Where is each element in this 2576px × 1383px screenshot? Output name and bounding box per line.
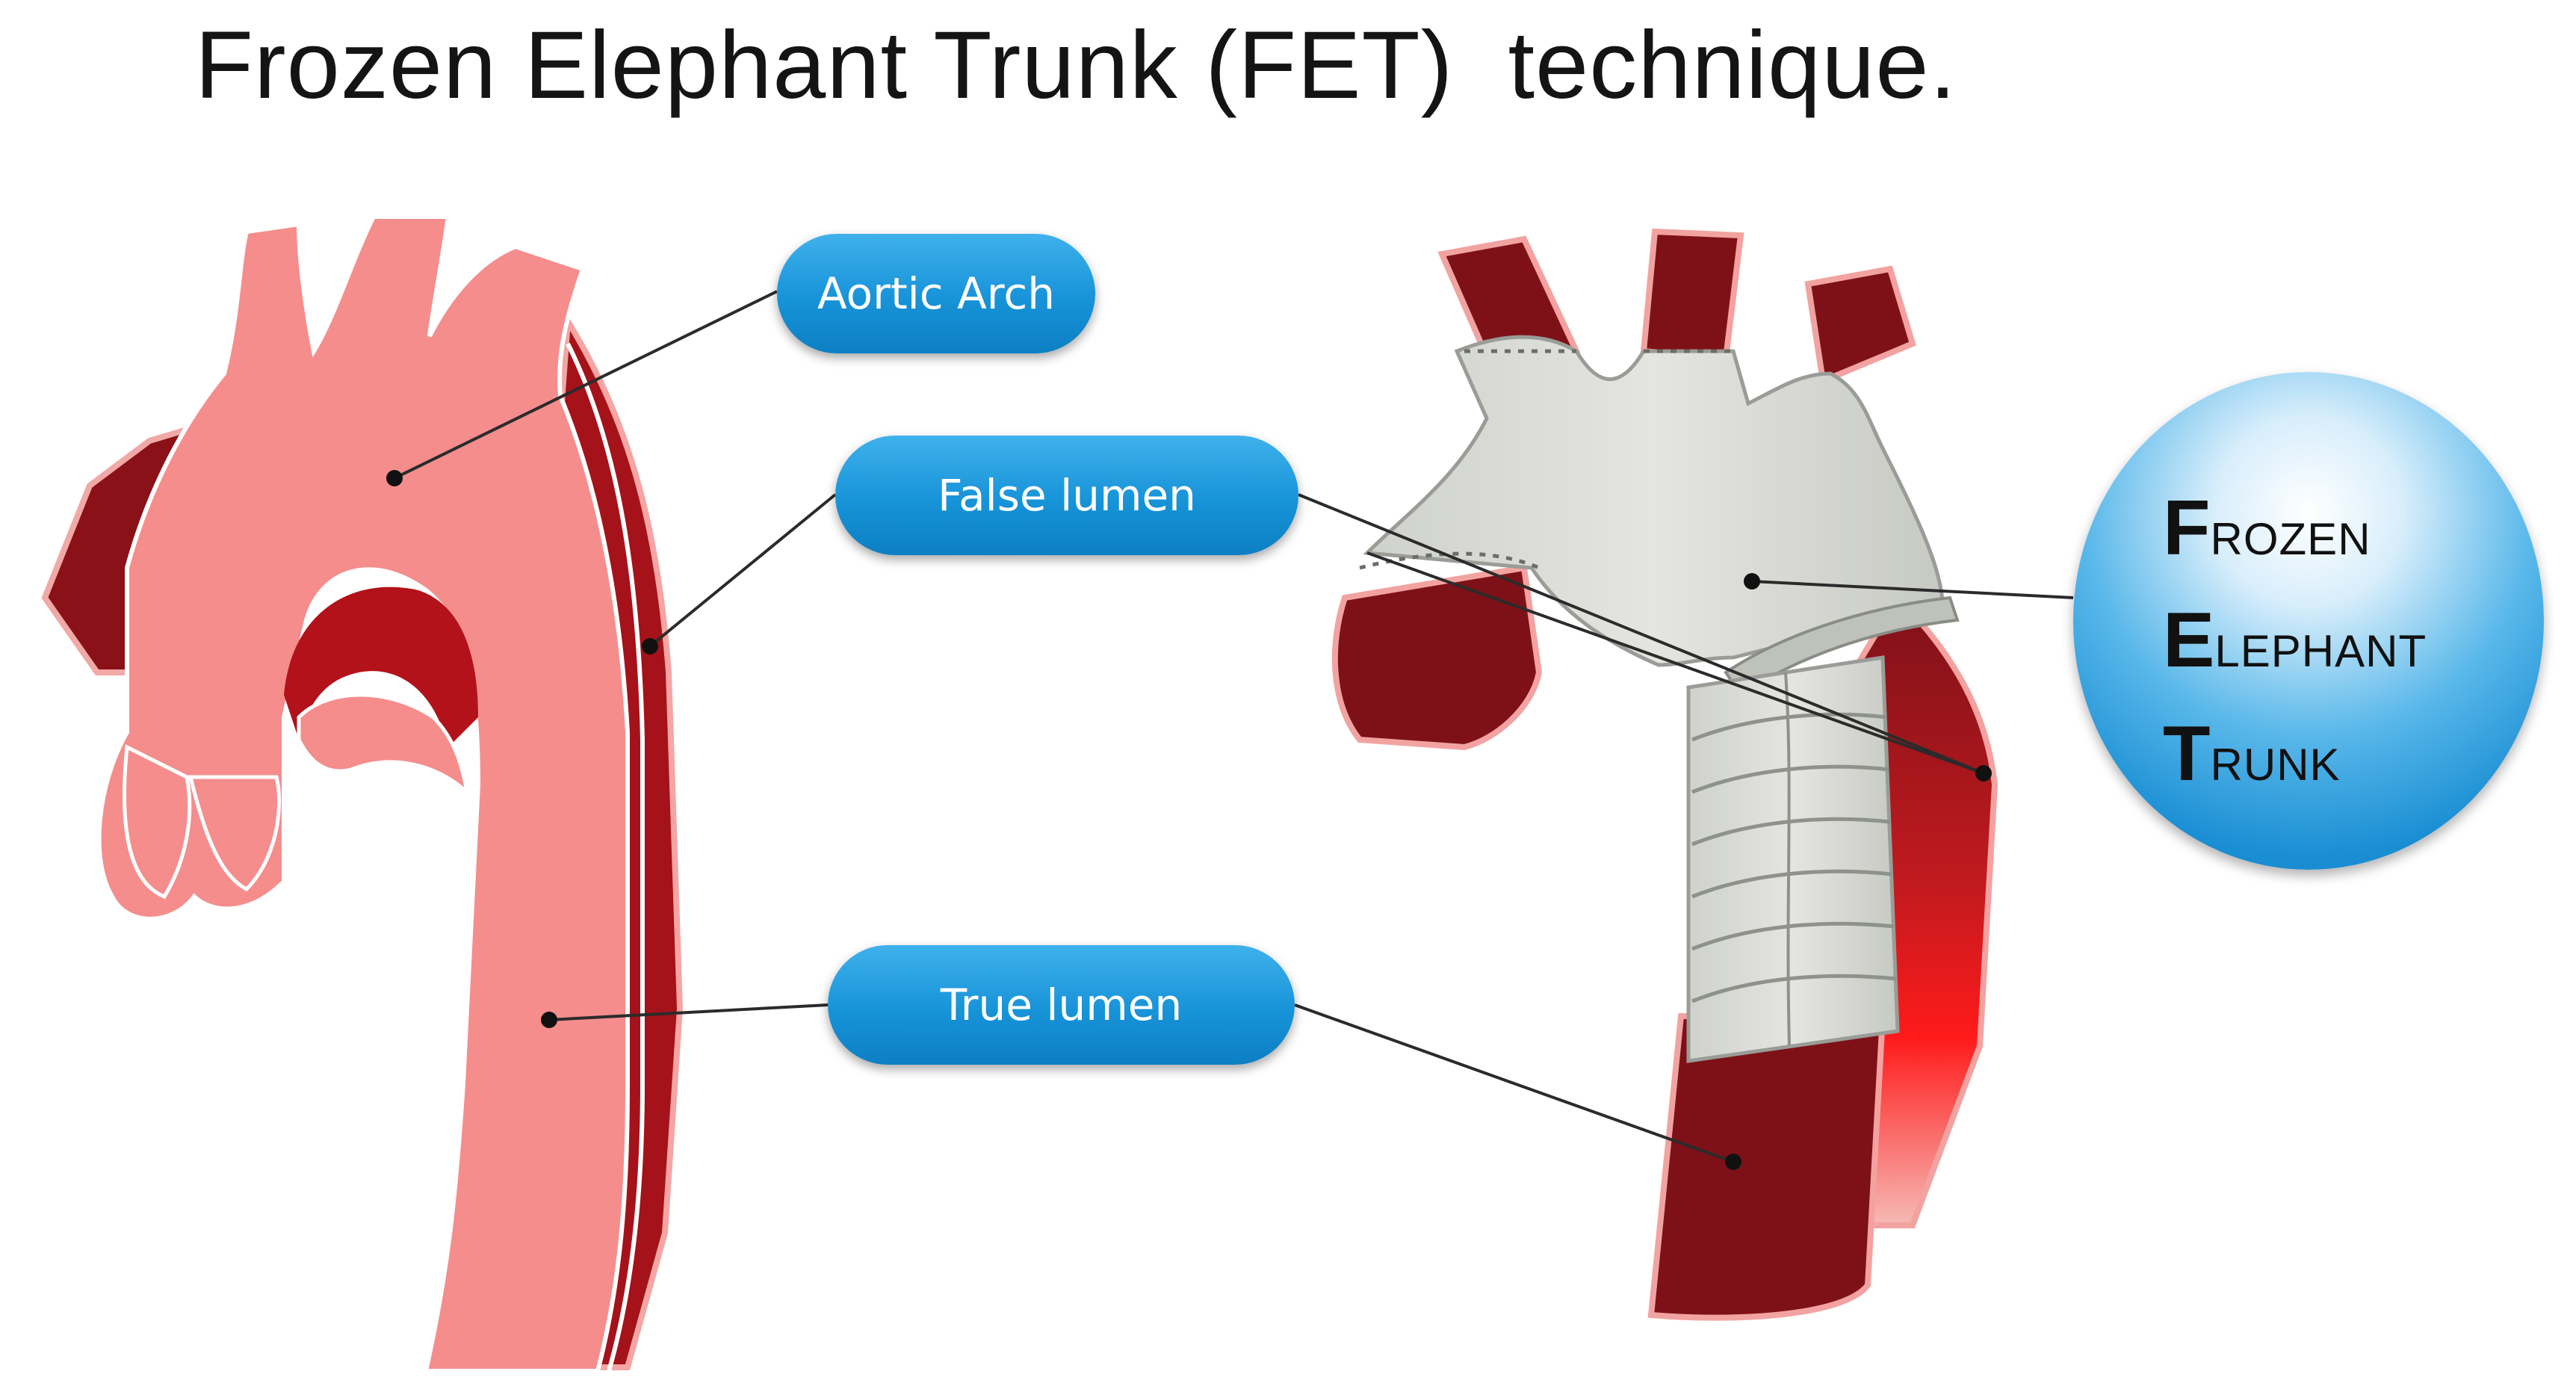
fet-acronym-badge: FROZEN ELEPHANT TRUNK [2073, 372, 2544, 870]
fet-line-frozen: FROZEN [2163, 485, 2371, 572]
leader-false-lumen-right [1298, 493, 1984, 775]
label-true-lumen: True lumen [828, 945, 1295, 1065]
leader-fet-graft [1751, 580, 2074, 599]
leader-true-lumen-left [548, 1003, 829, 1021]
label-false-lumen: False lumen [835, 436, 1298, 555]
leader-endpoints [386, 470, 1992, 1170]
fet-line-elephant: ELEPHANT [2163, 597, 2427, 684]
leader-aortic-arch [394, 290, 778, 480]
leader-false-lumen-left [648, 493, 837, 648]
page-title: Frozen Elephant Trunk (FET) technique. [194, 12, 1957, 119]
leader-lines [394, 290, 2074, 1163]
fet-line-trunk: TRUNK [2163, 711, 2341, 797]
leader-true-lumen-right [1294, 1003, 1734, 1163]
native-aorta-illustration [41, 214, 684, 1373]
fet-repair-illustration [1331, 228, 1998, 1321]
label-aortic-arch: Aortic Arch [777, 234, 1095, 353]
leader-false-lumen-graft [1366, 551, 1984, 775]
